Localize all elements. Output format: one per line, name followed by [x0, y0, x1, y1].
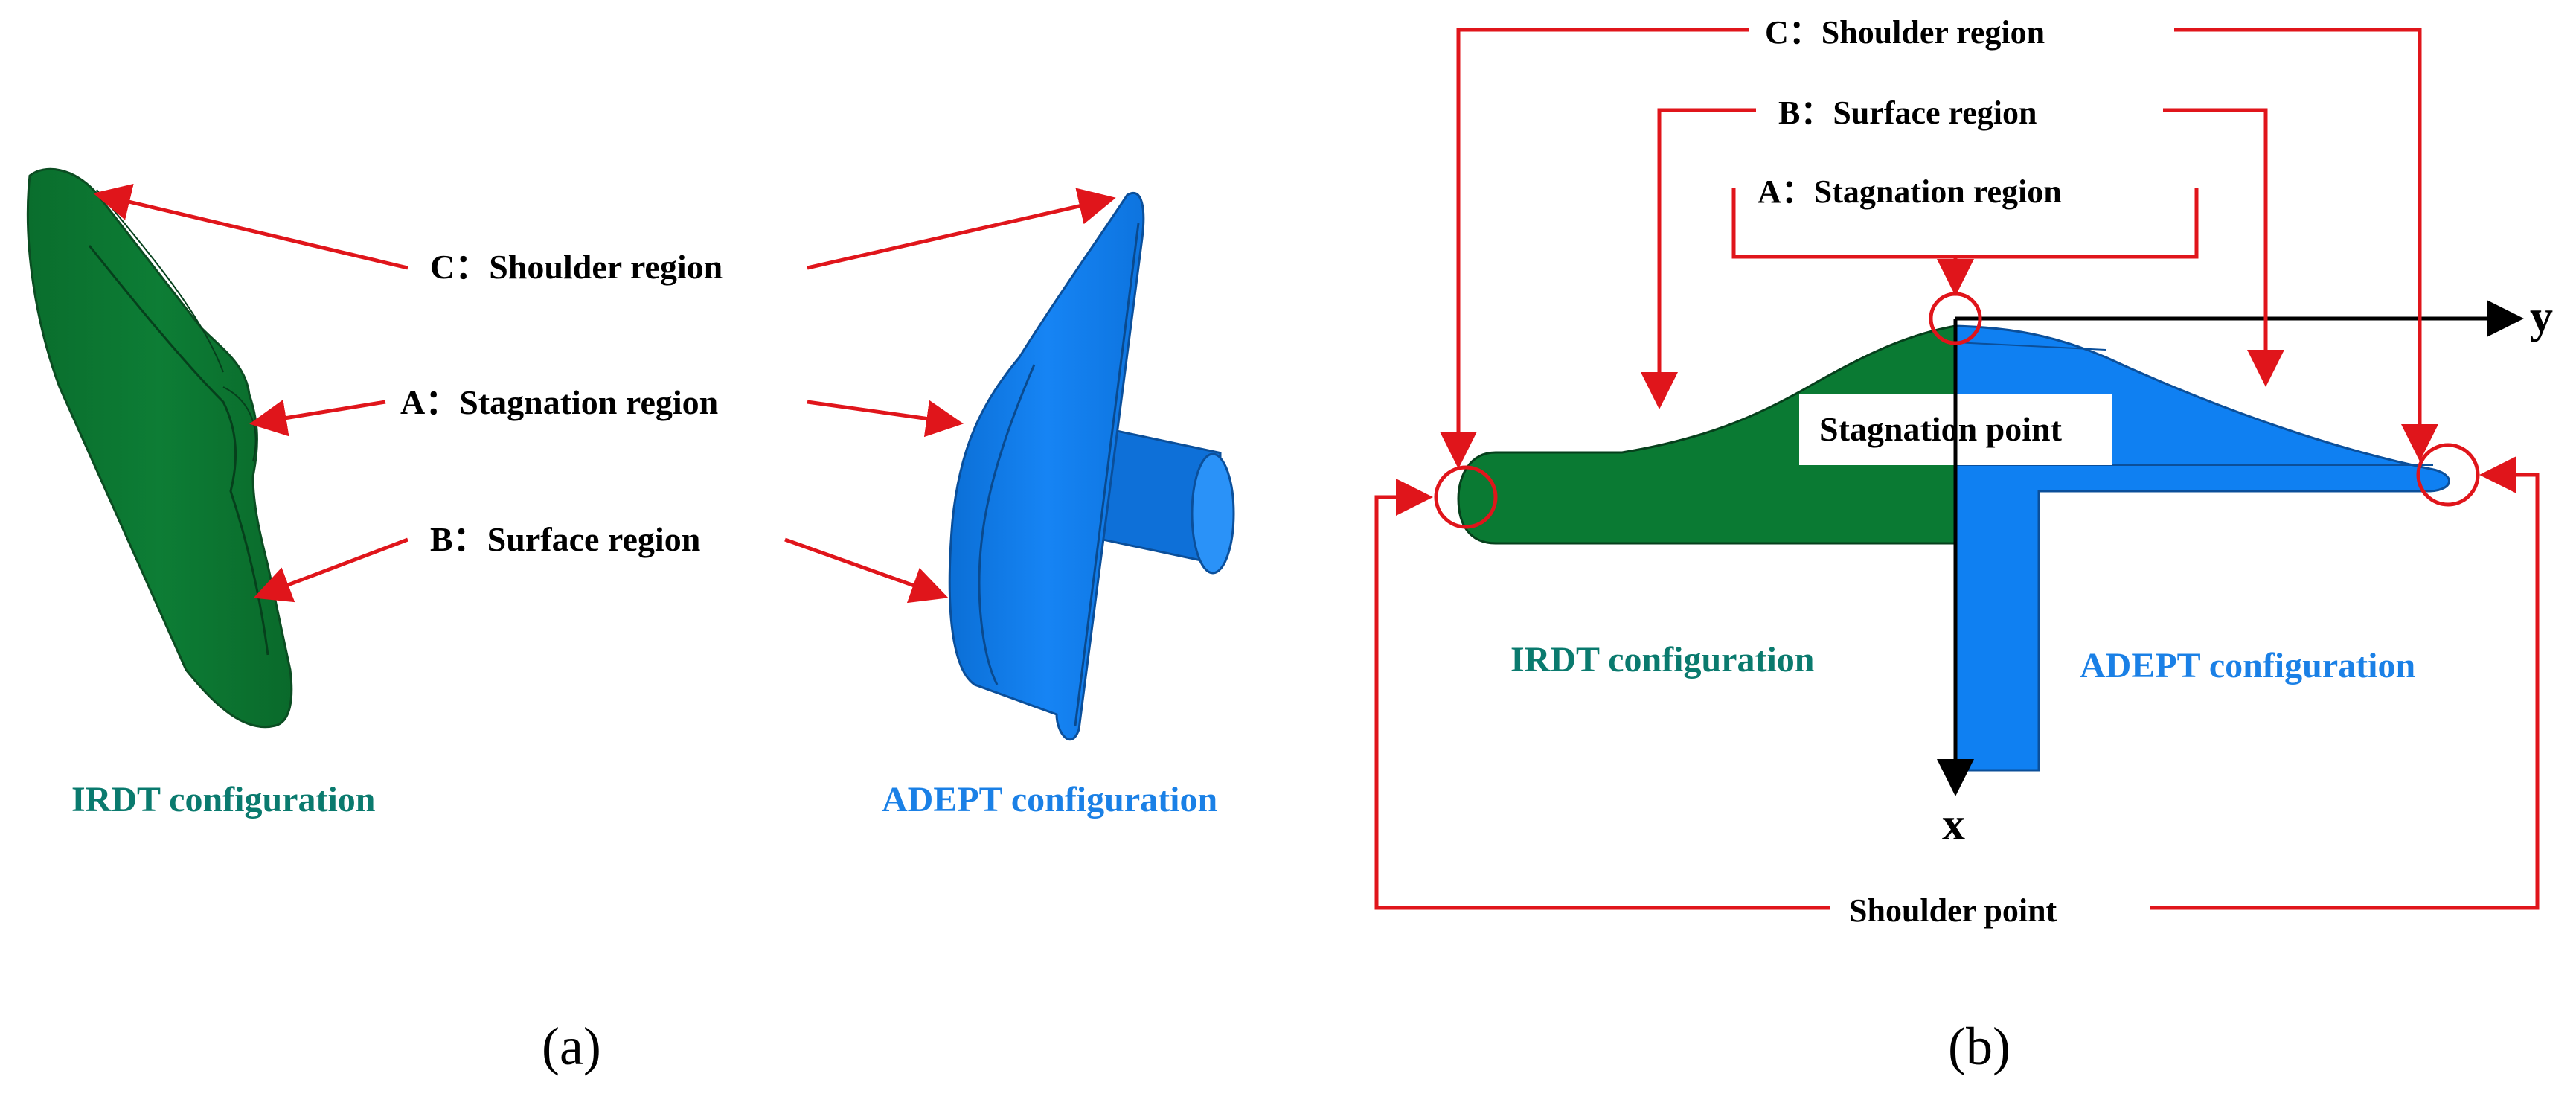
shoulder-point-marker-right [2416, 443, 2480, 507]
panel-a-tag: (a) [542, 1017, 601, 1076]
bracket-stagnation-region [1731, 188, 2199, 296]
panel-b-label-c: C：Shoulder region [1765, 14, 2045, 51]
axis-x-label: x [1942, 799, 1965, 850]
bracket-surface-region [1641, 108, 2284, 409]
panel-a: C：Shoulder region A：Stagnation region B：… [26, 167, 1235, 1076]
panel-a-label-b: B：Surface region [430, 520, 700, 558]
adept-surface-line [1955, 342, 2106, 351]
panel-a-label-a: A：Stagnation region [400, 383, 718, 421]
panel-a-adept-caption: ADEPT configuration [882, 780, 1217, 819]
panel-b-label-a: A：Stagnation region [1758, 173, 2062, 210]
arrow-b-right [784, 537, 949, 604]
arrow-c-right [807, 188, 1116, 270]
panel-a-arrows [93, 183, 1116, 604]
axis-y-label: y [2530, 292, 2553, 342]
adept-3d-body [948, 192, 1235, 741]
arrow-c-left [93, 183, 408, 270]
irdt-cross-section [1457, 324, 1957, 545]
adept-cross-section [1954, 324, 2450, 772]
stagnation-point-label: Stagnation point [1819, 410, 2063, 448]
panel-b-irdt-caption: IRDT configuration [1510, 640, 1815, 679]
arrow-a-left [249, 399, 386, 437]
irdt-3d-body [26, 167, 293, 729]
panel-b-shoulder-point-label: Shoulder point [1849, 892, 2057, 929]
panel-a-label-c: C：Shoulder region [430, 248, 723, 286]
bracket-shoulder-point [1374, 456, 2540, 910]
arrow-a-right [807, 400, 964, 438]
bracket-shoulder-region [1440, 28, 2438, 469]
panel-b-label-b: B：Surface region [1778, 95, 2037, 131]
panel-b: Stagnation point y x C：Shoulder region B… [1374, 14, 2553, 1076]
panel-a-irdt-caption: IRDT configuration [71, 780, 376, 819]
arrow-b-left [253, 537, 408, 603]
panel-b-adept-caption: ADEPT configuration [2080, 646, 2415, 685]
panel-b-tag: (b) [1948, 1017, 2011, 1076]
